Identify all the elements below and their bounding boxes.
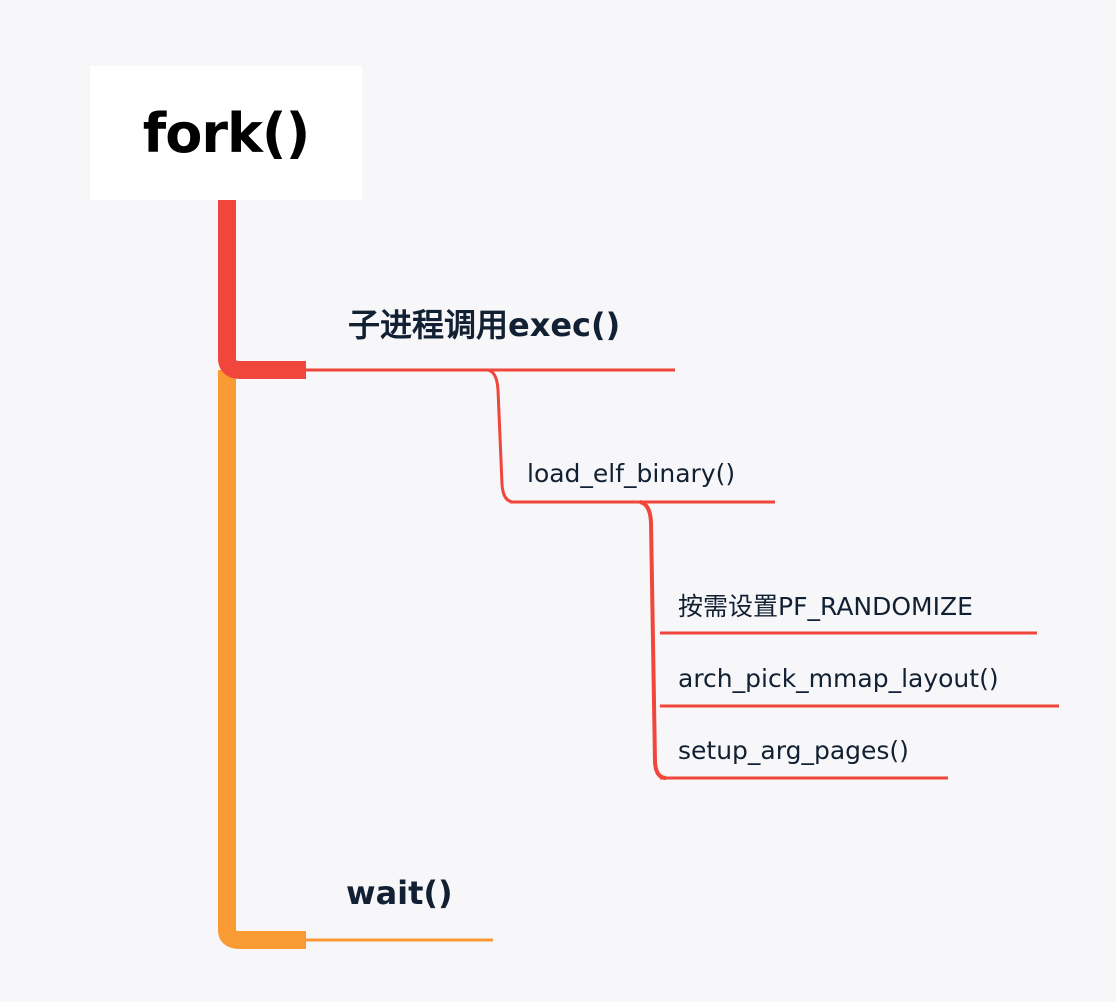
node-load-elf-binary[interactable]: load_elf_binary() <box>527 459 736 488</box>
node-pf-randomize[interactable]: 按需设置PF_RANDOMIZE <box>678 592 973 621</box>
node-setup-arg-pages[interactable]: setup_arg_pages() <box>678 736 909 765</box>
connector-load-elf-leaves <box>639 500 667 780</box>
node-exec[interactable]: 子进程调用exec() <box>348 306 621 344</box>
node-wait[interactable]: wait() <box>346 874 453 912</box>
root-node[interactable]: fork() <box>90 66 362 200</box>
node-arch-pick-mmap-layout[interactable]: arch_pick_mmap_layout() <box>678 664 999 693</box>
trunk-red <box>218 200 306 379</box>
trunk-orange <box>218 370 306 949</box>
connector-exec-load-elf <box>487 368 515 504</box>
root-node-label: fork() <box>142 101 310 165</box>
